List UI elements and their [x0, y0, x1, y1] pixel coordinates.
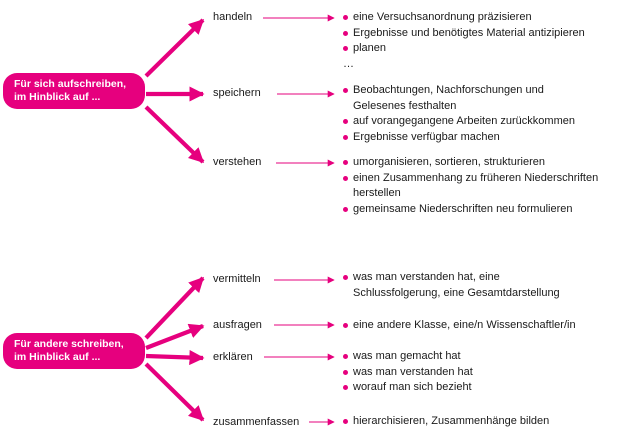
bullet-dot [343, 206, 348, 212]
center-node-line2: im Hinblick auf ... [14, 351, 101, 363]
list-item-text: umorganisieren, sortieren, strukturieren [353, 156, 545, 168]
list-item-text: Ergebnisse verfügbar machen [353, 130, 500, 143]
list-item: planen [343, 41, 585, 57]
list-item-text: was man verstanden hat, eine [353, 271, 500, 283]
list-item: Ergebnisse und benötigtes Material antiz… [343, 26, 585, 42]
verb-ausfragen: ausfragen [213, 319, 262, 331]
list-item: was man gemacht hat [343, 349, 473, 365]
list-item-text: worauf man sich bezieht [353, 381, 472, 394]
list-vermitteln: was man verstanden hat, eine Schlussfolg… [343, 270, 560, 301]
bullet-dot [343, 369, 348, 375]
list-item-text: … [343, 57, 354, 70]
arrow-to-vermitteln [144, 276, 205, 340]
list-item-text: eine andere Klasse, eine/n Wissenschaftl… [353, 319, 576, 331]
list-item-text: planen [353, 42, 387, 55]
list-item: was man verstanden hat, eine [343, 270, 560, 286]
list-item: worauf man sich bezieht [343, 380, 473, 396]
arrow-to-ausfragen [145, 323, 205, 350]
bullet-dot [343, 134, 348, 140]
list-item-text: was man verstanden hat [353, 365, 473, 378]
center-node-others: Für andere schreiben, im Hinblick auf ..… [3, 333, 145, 369]
bullet-dot [343, 354, 348, 359]
center-node-self: Für sich aufschreiben, im Hinblick auf .… [3, 73, 145, 109]
bullet-dot [343, 46, 348, 52]
list-item-text: Schlussfolgerung, eine Gesamtdarstellung [353, 286, 560, 299]
list-item: Schlussfolgerung, eine Gesamtdarstellung [343, 286, 560, 302]
list-item-text: eine Versuchsanordnung präzisieren [353, 11, 532, 23]
list-ausfragen: eine andere Klasse, eine/n Wissenschaftl… [343, 318, 576, 334]
list-speichern: Beobachtungen, Nachforschungen und Geles… [343, 83, 575, 145]
arrow-to-verstehen [144, 105, 205, 164]
bullet-dot [343, 119, 348, 125]
list-item: auf vorangegangene Arbeiten zurückkommen [343, 114, 575, 130]
bullet-dot [343, 275, 348, 280]
list-item: herstellen [343, 186, 598, 202]
list-verstehen: umorganisieren, sortieren, strukturieren… [343, 155, 598, 217]
arrow-to-zusammenfassen [144, 362, 205, 422]
verb-vermitteln: vermitteln [213, 273, 261, 285]
list-handeln: eine Versuchsanordnung präzisieren Ergeb… [343, 10, 585, 72]
center-node-line2: im Hinblick auf ... [14, 91, 101, 103]
list-item: einen Zusammenhang zu früheren Niedersch… [343, 171, 598, 187]
list-item-text: herstellen [353, 187, 401, 200]
list-item-text: Beobachtungen, Nachforschungen und [353, 84, 544, 96]
bullet-dot [343, 323, 348, 328]
center-node-line1: Für sich aufschreiben, [14, 78, 127, 90]
list-erklaeren: was man gemacht hat was man verstanden h… [343, 349, 473, 396]
verb-zusammenfassen: zusammenfassen [213, 416, 300, 428]
verb-speichern: speichern [213, 87, 261, 99]
list-item: umorganisieren, sortieren, strukturieren [343, 155, 598, 171]
list-item-text: auf vorangegangene Arbeiten zurückkommen [353, 115, 575, 128]
arrow-to-handeln [144, 18, 205, 78]
arrow-to-erklaeren [145, 349, 205, 366]
bullet-dot [343, 385, 348, 391]
bullet-dot [343, 419, 348, 424]
list-item: eine andere Klasse, eine/n Wissenschaftl… [343, 318, 576, 334]
verb-verstehen: verstehen [213, 156, 262, 168]
verb-erklaeren: erklären [213, 351, 253, 363]
list-item-text: Ergebnisse und benötigtes Material antiz… [353, 26, 585, 39]
list-item: eine Versuchsanordnung präzisieren [343, 10, 585, 26]
list-item: gemeinsame Niederschriften neu formulier… [343, 202, 598, 218]
bullet-dot [343, 160, 348, 165]
list-item: was man verstanden hat [343, 365, 473, 381]
list-item-text: was man gemacht hat [353, 350, 461, 362]
bullet-dot [343, 88, 348, 93]
bullet-dot [343, 15, 348, 20]
list-item-text: gemeinsame Niederschriften neu formulier… [353, 202, 573, 215]
list-zusammenfassen: hierarchisieren, Zusammenhänge bilden [343, 414, 549, 430]
center-node-line1: Für andere schreiben, [14, 338, 124, 350]
bullet-dot [343, 175, 348, 181]
list-item-text: einen Zusammenhang zu früheren Niedersch… [353, 171, 599, 184]
list-item: Ergebnisse verfügbar machen [343, 130, 575, 146]
list-item-text: hierarchisieren, Zusammenhänge bilden [353, 415, 550, 427]
bullet-dot [343, 30, 348, 36]
verb-handeln: handeln [213, 11, 253, 23]
list-item: … [343, 57, 585, 73]
list-item: Gelesenes festhalten [343, 99, 575, 115]
list-item-text: Gelesenes festhalten [353, 99, 457, 112]
list-item: hierarchisieren, Zusammenhänge bilden [343, 414, 549, 430]
list-item: Beobachtungen, Nachforschungen und [343, 83, 575, 99]
